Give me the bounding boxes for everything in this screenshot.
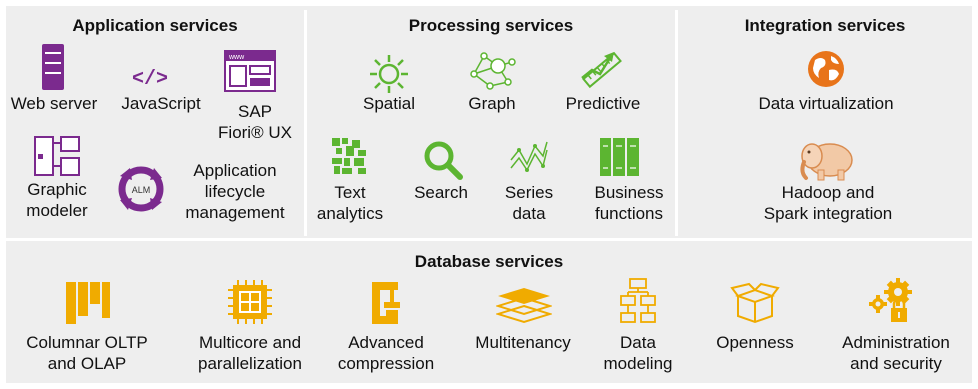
business-line2: functions [594,204,664,223]
compression-line1: Advanced [348,333,424,352]
column-divider [675,10,678,236]
business-line1: Business [594,183,664,202]
server-icon [42,44,64,90]
multicore-line1: Multicore and [198,333,302,352]
chip-icon [228,280,272,324]
alm-line2: lifecycle [204,182,266,201]
modeling-line1: Data [620,333,656,352]
multicore-line2: parallelization [198,354,302,373]
processing-services-title: Processing services [408,16,574,35]
layers-icon [496,286,552,324]
hadoop-label: Hadoop and Spark integration [750,182,906,224]
columnar-line1: Columnar OLTP [26,333,148,352]
business-functions-label: Business functions [586,182,672,224]
series-line2: data [512,204,546,223]
graphic-modeler-line2: modeler [26,201,88,220]
alm-label: Application lifecycle management [176,160,294,223]
text-analytics-line2: analytics [316,204,384,223]
fiori-line1: SAP [237,102,273,121]
alm-line3: management [185,203,285,222]
services-panel: Application services Web server </> Java… [6,6,972,383]
multitenancy-label: Multitenancy [475,333,571,352]
admin-line2: and security [850,354,942,373]
hadoop-line2: Spark integration [763,204,893,223]
sun-icon [369,54,409,94]
browser-text: www [228,54,245,61]
multicore-label: Multicore and parallelization [188,332,312,374]
database-services-title: Database services [414,252,564,271]
alm-cycle-icon: ALM [118,166,164,212]
browser-window-icon: www [224,50,276,92]
columnar-label: Columnar OLTP and OLAP [20,332,154,374]
graphic-modeler-label: Graphic modeler [14,179,100,221]
graphic-modeler-line1: Graphic [27,180,87,199]
predictive-ruler-icon [580,50,624,90]
fiori-label: SAP Fiori® UX [212,101,298,143]
compression-line2: compression [337,354,435,373]
globe-icon [807,50,845,88]
text-analytics-label: Text analytics [312,182,388,224]
compression-label: Advanced compression [334,332,438,374]
code-icon: </> [132,68,168,91]
hadoop-line1: Hadoop and [781,183,875,202]
column-divider [304,10,307,236]
data-modeling-label: Data modeling [600,332,676,374]
clamp-icon [368,282,404,326]
admin-security-label: Administration and security [828,332,964,374]
gears-lock-icon [868,278,914,324]
elephant-icon [798,138,858,182]
search-label: Search [414,183,468,202]
search-icon [423,140,463,180]
admin-line1: Administration [842,333,950,352]
alm-line1: Application [193,161,277,180]
predictive-label: Predictive [565,94,641,113]
spatial-label: Spatial [363,94,415,113]
text-analytics-icon [332,138,368,174]
books-icon [600,136,640,176]
text-analytics-line1: Text [334,183,366,202]
modeling-line2: modeling [603,354,673,373]
application-services-title: Application services [72,16,238,35]
graph-label: Graph [468,94,516,113]
openness-label: Openness [716,333,794,352]
series-chart-icon [509,136,549,176]
data-virtualization-label: Data virtualization [758,94,894,113]
box-icon [730,282,780,324]
integration-services-title: Integration services [744,16,906,35]
hierarchy-icon [620,278,656,324]
columnar-line2: and OLAP [47,354,127,373]
columns-icon [66,282,110,326]
series-line1: Series [504,183,554,202]
modeler-icon [34,136,82,176]
series-data-label: Series data [498,182,560,224]
graph-nodes-icon [468,52,516,92]
web-server-label: Web server [10,94,98,113]
row-divider [6,238,972,241]
alm-text: ALM [132,185,151,195]
javascript-label: JavaScript [121,94,201,113]
code-glyph: </> [132,68,169,91]
fiori-line2: Fiori® UX [218,123,292,142]
